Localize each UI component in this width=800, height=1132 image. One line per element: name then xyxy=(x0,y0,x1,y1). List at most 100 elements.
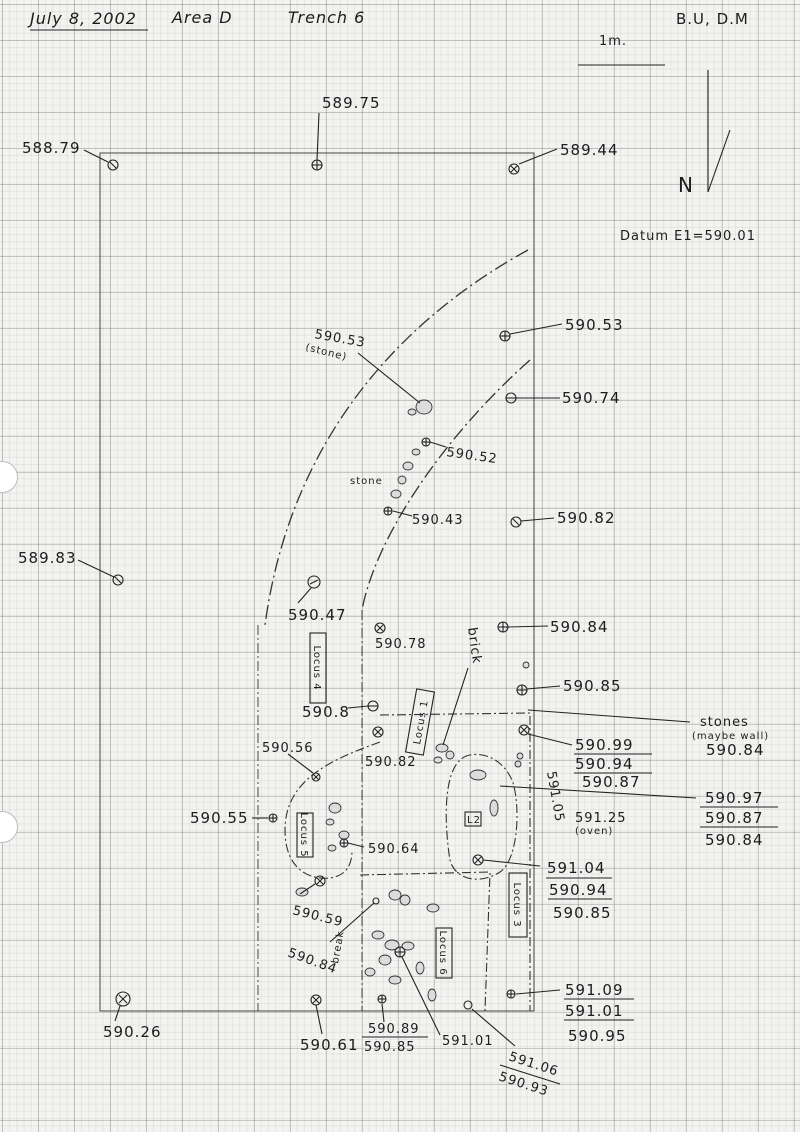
elevation-label: 590.85 xyxy=(563,677,622,695)
stone xyxy=(426,903,440,913)
svg-text:Locus 6: Locus 6 xyxy=(437,930,448,975)
trench-boundary xyxy=(99,152,535,1012)
stone xyxy=(514,760,522,768)
locus-4-box: Locus 4 xyxy=(309,632,327,704)
survey-point-marker xyxy=(311,159,323,171)
stone xyxy=(378,954,392,966)
elevation-label: 590.74 xyxy=(562,389,621,407)
note-stones: stones xyxy=(700,715,749,730)
elevation-label: 590.53 xyxy=(565,316,624,334)
elevation-label: 591.01 xyxy=(565,1002,624,1020)
stone xyxy=(384,939,400,951)
elevation-label: 590.84 xyxy=(705,831,764,849)
note-maybe-wall: (maybe wall) xyxy=(692,731,769,742)
elevation-label: 591.04 xyxy=(547,859,606,877)
elevation-note: (oven) xyxy=(575,826,613,837)
stone xyxy=(522,661,530,669)
locus-6-outline xyxy=(359,871,491,1012)
locus-5-outline xyxy=(284,741,381,879)
elevation-label: 590.85 xyxy=(553,904,612,922)
svg-text:Locus 1: Locus 1 xyxy=(412,699,431,745)
elevation-label: 590.99 xyxy=(575,736,634,754)
elevation-label: 590.94 xyxy=(549,881,608,899)
elevation-label: 591.01 xyxy=(442,1034,494,1049)
elevation-label: 590.95 xyxy=(568,1027,627,1045)
elevation-label: 589.44 xyxy=(560,141,619,159)
elevation-label: 590.82 xyxy=(557,509,616,527)
locus-6-box: Locus 6 xyxy=(435,927,453,979)
stone-cluster xyxy=(295,399,530,1002)
locus-1-box: Locus 1 xyxy=(404,688,436,756)
survey-point-marker xyxy=(510,516,522,528)
elevation-divider xyxy=(499,1064,561,1085)
survey-point-marker xyxy=(497,621,509,633)
note-break: break xyxy=(330,930,347,965)
survey-point-marker xyxy=(506,989,516,999)
locus-2-outline xyxy=(445,753,518,880)
elevation-label: 590.61 xyxy=(300,1036,359,1054)
inner-arc-outline xyxy=(361,359,531,611)
survey-point-marker xyxy=(307,575,321,589)
date-label: July 8, 2002 xyxy=(27,9,137,28)
stone xyxy=(516,752,524,760)
locus-2-box: L2 xyxy=(464,811,482,827)
survey-point-marker xyxy=(339,838,349,848)
survey-point-marker xyxy=(115,991,131,1007)
svg-text:L2: L2 xyxy=(467,815,481,826)
svg-text:Locus 4: Locus 4 xyxy=(311,645,322,690)
elevation-label: 588.79 xyxy=(22,139,81,157)
survey-point-marker xyxy=(372,897,380,905)
field-notes: stones (maybe wall) 590.84 brick break xyxy=(330,626,769,965)
survey-point-marker xyxy=(314,875,326,887)
survey-point-marker xyxy=(394,946,406,958)
survey-point-marker xyxy=(377,994,387,1004)
survey-point-marker xyxy=(374,622,386,634)
elevation-label: 590.85 xyxy=(364,1040,416,1055)
survey-point-marker xyxy=(107,159,119,171)
elevation-label: 590.56 xyxy=(262,741,314,756)
stone xyxy=(364,967,376,977)
stone xyxy=(489,799,499,817)
stone xyxy=(327,844,337,852)
north-label: N xyxy=(678,173,694,197)
elevation-label: 590.87 xyxy=(582,773,641,791)
stone xyxy=(295,887,309,897)
survey-point-marker xyxy=(463,1000,473,1010)
survey-point-marker xyxy=(505,392,517,404)
stone xyxy=(433,756,443,764)
stone xyxy=(371,930,385,940)
survey-point-marker xyxy=(499,330,511,342)
survey-point-marker xyxy=(310,994,322,1006)
stone xyxy=(411,448,421,456)
elevation-label: 590.89 xyxy=(368,1022,420,1037)
stone xyxy=(415,961,425,975)
stone xyxy=(402,461,414,471)
survey-point-marker xyxy=(421,437,431,447)
area-label: Area D xyxy=(171,8,233,27)
header: July 8, 2002 Area D Trench 6 B.U, D.M 1m… xyxy=(27,8,756,244)
elevation-label: 590.47 xyxy=(288,606,347,624)
elevation-label: 590.97 xyxy=(705,789,764,807)
elevation-label: 590.82 xyxy=(365,755,417,770)
survey-point-marker xyxy=(472,854,484,866)
outer-arc-outline xyxy=(264,249,529,626)
stone xyxy=(407,408,417,416)
elevation-label: 590.78 xyxy=(375,637,427,652)
survey-point-marker xyxy=(516,684,528,696)
stone xyxy=(390,489,402,499)
stone xyxy=(397,475,407,485)
elevation-label: 591.09 xyxy=(565,981,624,999)
elevation-label: 590.87 xyxy=(705,809,764,827)
survey-point-marker xyxy=(372,726,384,738)
elevation-label: 590.94 xyxy=(575,755,634,773)
svg-text:Locus 5: Locus 5 xyxy=(298,812,309,857)
stone xyxy=(388,889,402,901)
trench-label: Trench 6 xyxy=(288,8,365,27)
survey-point-marker xyxy=(367,700,379,712)
elevation-label: 591.05 xyxy=(543,770,567,823)
datum-label: Datum E1=590.01 xyxy=(620,229,756,244)
survey-point-marker xyxy=(508,163,520,175)
survey-point-marker xyxy=(112,574,124,586)
stone xyxy=(427,988,437,1002)
